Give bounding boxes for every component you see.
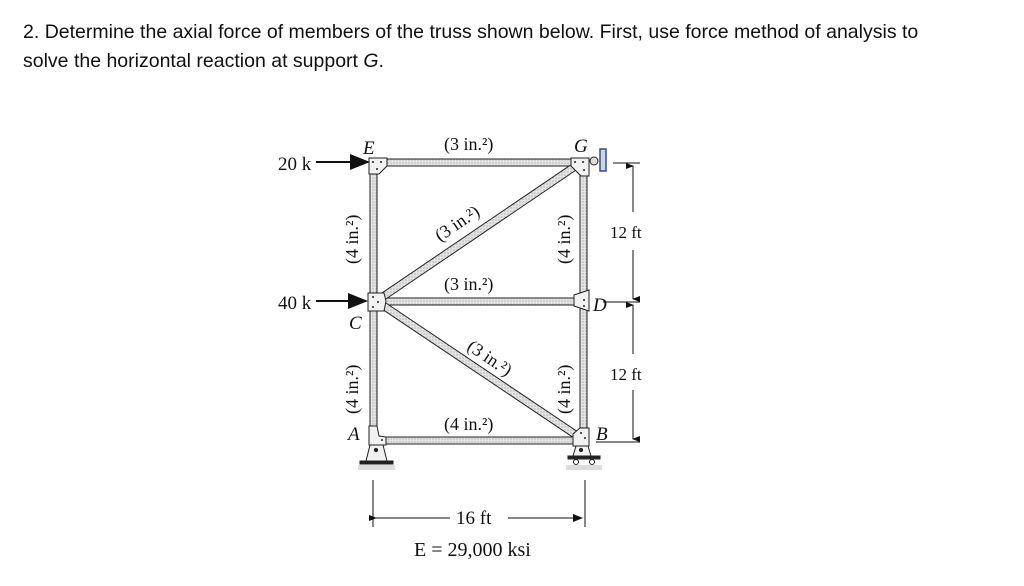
member-CD [377,297,581,306]
node-G-label: G [574,136,588,157]
gusset-G [570,157,590,177]
dimension-upper-height: 12 ft [610,223,642,242]
dimension-lower-height: 12 ft [610,365,642,384]
support-G [589,148,607,172]
support-G-roller-icon [589,156,599,166]
area-EG-label: (3 in.²) [444,134,493,155]
support-B-roller-icon [566,445,602,470]
problem-number: 2. [23,21,40,43]
gusset-E [368,157,388,175]
dimension-width: 16 ft [456,508,492,529]
node-B-label: B [596,424,608,445]
area-EC-label: (4 in.²) [342,215,363,264]
area-CD-label: (3 in.²) [444,274,493,295]
node-E-label: E [362,138,375,159]
dimension-lines [369,162,640,527]
member-AB [377,436,581,445]
load-20k-label: 20 k [278,154,312,175]
area-DB-label: (4 in.²) [554,365,575,414]
node-A-label: A [346,424,360,445]
problem-line-2: solve the horizontal reaction at support… [23,50,384,72]
member-CA [369,304,378,438]
area-CA-label: (4 in.²) [342,365,363,414]
member-EG [377,158,581,167]
area-CG-label: (3 in.²) [431,201,484,246]
gusset-B [572,427,590,447]
gusset-D [573,289,590,312]
member-DB [579,304,588,438]
load-40k-label: 40 k [278,293,312,314]
gusset-A [368,425,387,446]
area-GD-label: (4 in.²) [554,215,575,264]
support-G-wall-icon [599,148,607,172]
applied-loads: 20 k 40 k [278,154,370,314]
node-C-label: C [349,313,362,334]
member-GD [579,165,588,299]
member-EC [369,165,378,299]
node-D-label: D [592,295,607,316]
material-modulus: E = 29,000 ksi [414,539,531,561]
area-AB-label: (4 in.²) [444,414,493,435]
node-labels: E G C D A B [346,136,608,445]
problem-statement: 2. Determine the axial force of members … [23,18,1013,76]
problem-line-1: 2. Determine the axial force of members … [23,21,919,43]
support-A-pin-icon [358,444,395,470]
